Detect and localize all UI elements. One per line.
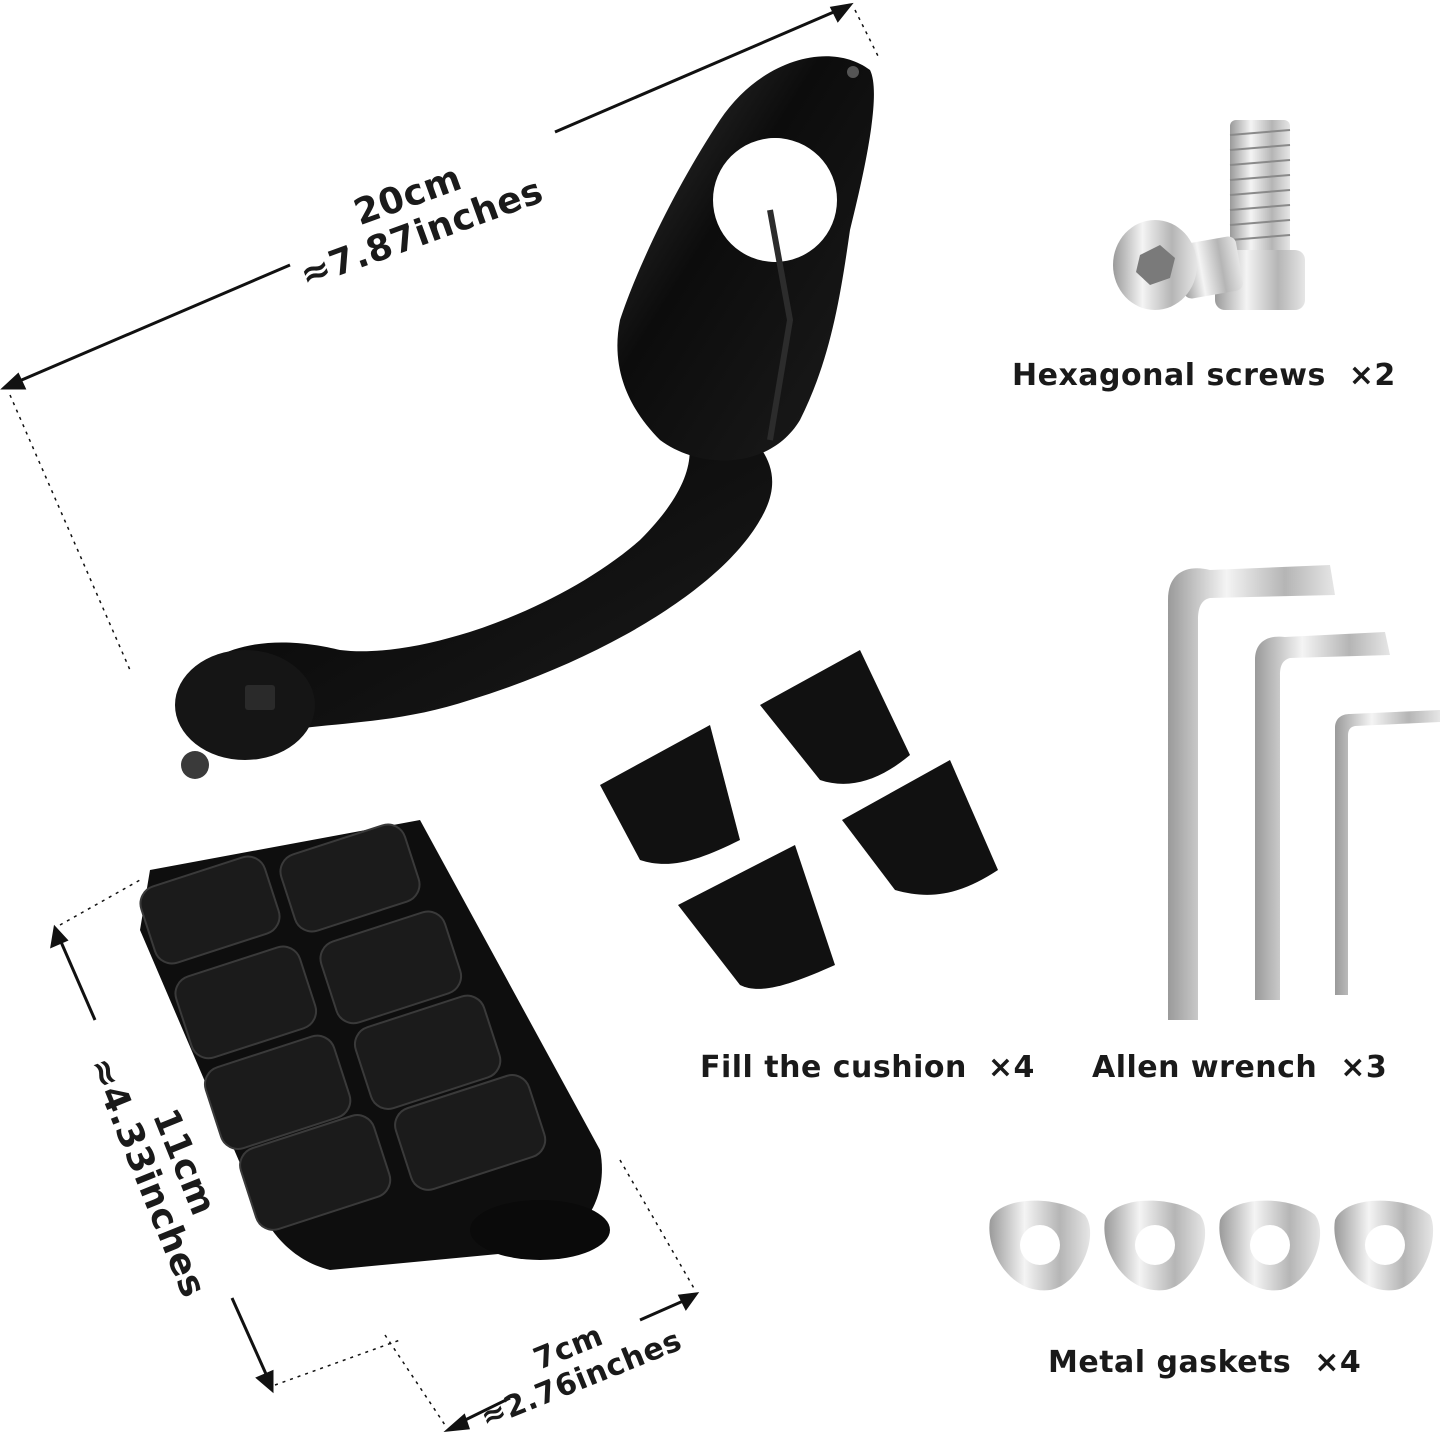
fill-cushions-image [600,650,998,989]
gaskets-caption: Metal gaskets ×4 [1048,1345,1361,1380]
hexagonal-screws-image [1113,120,1305,310]
cushion-qty: ×4 [987,1050,1035,1085]
cushion-label: Fill the cushion [700,1050,967,1085]
screws-qty: ×2 [1348,358,1396,393]
width-dimension-line [384,1159,700,1432]
screws-caption: Hexagonal screws ×2 [1012,358,1396,393]
highway-peg-arm [175,56,874,779]
foot-peg [139,820,610,1270]
cushion-caption: Fill the cushion ×4 [700,1050,1035,1085]
screws-label: Hexagonal screws [1012,358,1326,393]
wrench-label: Allen wrench [1092,1050,1318,1085]
wrench-caption: Allen wrench ×3 [1092,1050,1387,1085]
wrench-qty: ×3 [1340,1050,1388,1085]
gaskets-qty: ×4 [1314,1345,1362,1380]
gaskets-label: Metal gaskets [1048,1345,1292,1380]
allen-wrenches-image [1168,565,1440,1020]
metal-gaskets-image [989,1200,1434,1291]
length-dimension-line [0,2,881,671]
height-dimension-line [50,879,401,1394]
